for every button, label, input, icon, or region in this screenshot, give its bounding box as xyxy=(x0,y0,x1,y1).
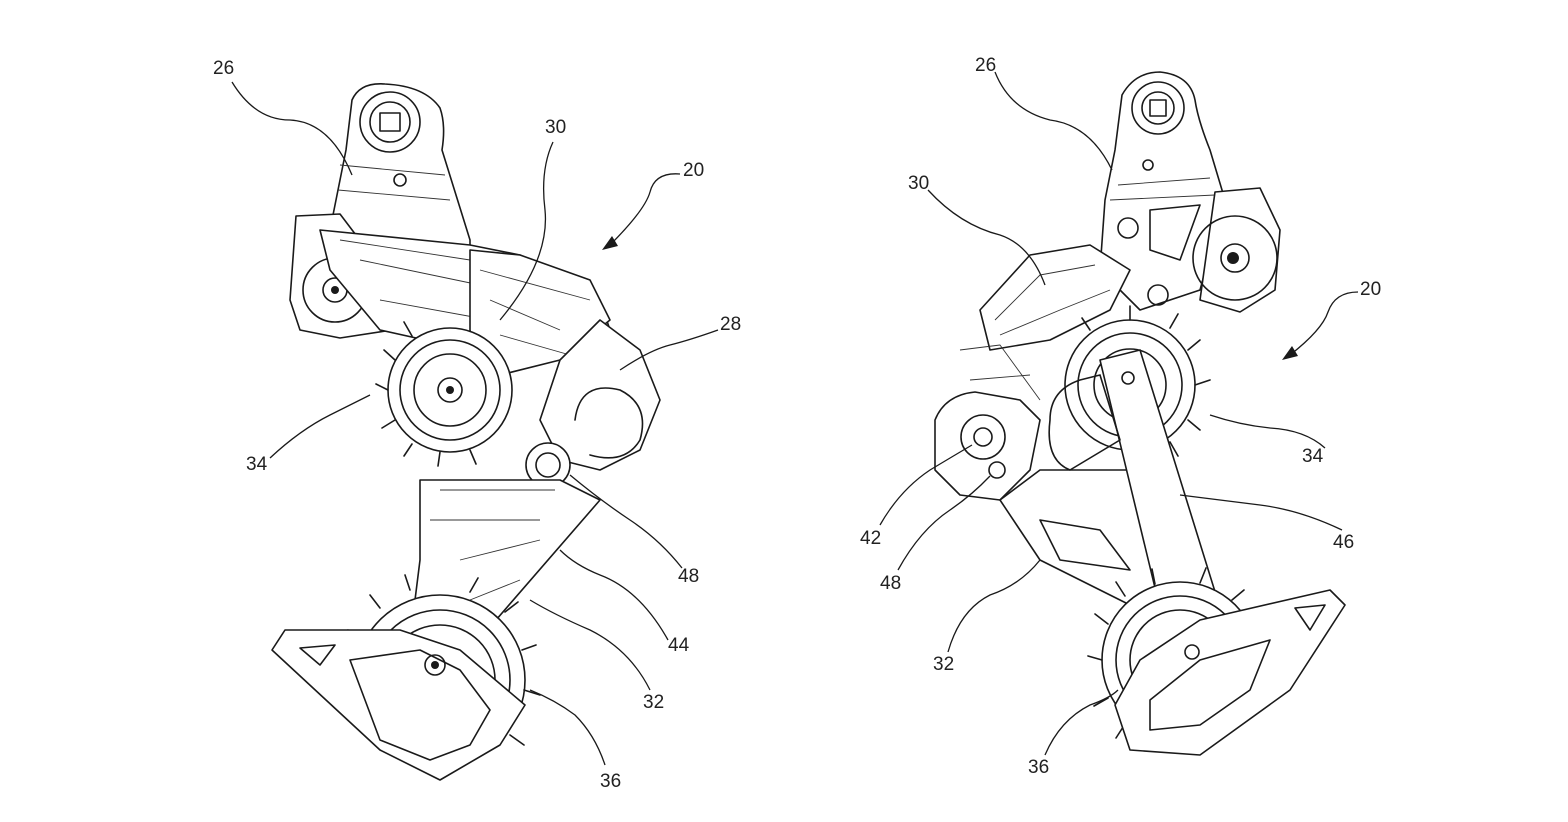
right-label-34: 34 xyxy=(1302,446,1324,467)
left-cage-arm-detail xyxy=(430,489,555,601)
right-derailleur xyxy=(934,71,1346,756)
right-mount-bolt-ring xyxy=(1141,91,1175,125)
right-mount-bolt-outer xyxy=(1131,81,1185,135)
right-label-26: 26 xyxy=(975,55,996,76)
right-leader-lines xyxy=(879,71,1359,756)
right-link-pin-top xyxy=(1121,371,1135,385)
left-label-26: 26 xyxy=(213,58,234,79)
leader-left-20 xyxy=(609,173,681,246)
right-cage-bolt xyxy=(1184,644,1200,660)
right-cage-plate xyxy=(1114,589,1346,756)
right-bracket-cutout xyxy=(1149,204,1201,261)
right-label-36: 36 xyxy=(1028,757,1049,778)
left-cage-bolt-center xyxy=(431,661,439,669)
right-bracket-detail xyxy=(1109,177,1216,201)
leader-left-28 xyxy=(619,329,719,371)
leader-left-32 xyxy=(529,599,651,691)
right-mount-pin xyxy=(1142,159,1154,171)
arrow-left-20 xyxy=(602,236,618,250)
leader-left-34 xyxy=(269,394,371,459)
left-label-20: 20 xyxy=(683,160,704,181)
left-label-36: 36 xyxy=(600,771,621,792)
right-actuator-housing xyxy=(979,244,1131,351)
right-side-wheel xyxy=(1192,215,1278,301)
right-pivot-bolt-inner xyxy=(973,427,993,447)
leader-right-32 xyxy=(947,559,1041,653)
left-label-34: 34 xyxy=(246,454,268,475)
left-label-48: 48 xyxy=(678,566,699,587)
left-mount-bracket xyxy=(329,83,471,271)
left-cage-plate-cutouts xyxy=(299,644,491,761)
right-label-46: 46 xyxy=(1333,532,1354,553)
right-side-wheel-bolt xyxy=(1227,252,1239,264)
right-pivot-detail xyxy=(959,344,1041,401)
left-label-32: 32 xyxy=(643,692,664,713)
leader-left-30 xyxy=(499,141,554,321)
left-label-30: 30 xyxy=(545,117,566,138)
left-actuator-detail xyxy=(479,269,591,356)
leader-right-34 xyxy=(1209,414,1326,449)
leader-right-30 xyxy=(927,189,1046,286)
left-derailleur xyxy=(271,83,661,781)
right-pivot-housing xyxy=(934,391,1041,501)
left-pivot-housing xyxy=(539,319,661,471)
left-label-28: 28 xyxy=(720,314,741,335)
right-label-30: 30 xyxy=(908,173,929,194)
right-labels: 26 30 20 34 46 42 48 32 36 xyxy=(860,55,1381,778)
leader-right-20 xyxy=(1289,291,1359,356)
right-pivot-bolt-outer xyxy=(960,414,1006,460)
right-label-32: 32 xyxy=(933,654,954,675)
right-label-42: 42 xyxy=(860,528,881,549)
left-mount-bolt-outer xyxy=(359,91,421,153)
leader-left-36 xyxy=(529,689,606,766)
leader-right-48 xyxy=(897,475,991,571)
left-mount-pin xyxy=(393,173,407,187)
left-cage-plate xyxy=(271,629,526,781)
left-cage-bolt xyxy=(424,654,446,676)
right-label-48: 48 xyxy=(880,573,901,594)
left-mount-bolt-hex xyxy=(379,112,401,132)
leader-left-48 xyxy=(569,474,683,569)
leader-right-36 xyxy=(1044,689,1119,756)
right-actuator-detail xyxy=(994,264,1111,336)
leader-right-46 xyxy=(1179,494,1343,531)
left-mount-bolt-ring xyxy=(369,101,411,143)
leader-right-42 xyxy=(879,444,973,526)
leader-left-44 xyxy=(559,549,669,641)
right-cage-arm-cutout xyxy=(1039,519,1131,571)
right-mount-bolt-hex xyxy=(1149,99,1167,117)
left-bracket-detail xyxy=(337,164,451,201)
left-labels: 26 30 20 28 34 48 44 32 36 xyxy=(213,58,741,792)
left-barrel-inner xyxy=(535,452,561,478)
leader-left-26 xyxy=(231,81,353,176)
right-adjuster-48 xyxy=(988,461,1006,479)
right-cage-plate-cutouts xyxy=(1149,604,1326,731)
left-label-44: 44 xyxy=(668,635,690,656)
leader-right-26 xyxy=(994,71,1113,171)
right-link-outline xyxy=(1048,374,1121,471)
left-leader-lines xyxy=(231,81,719,766)
right-side-wheel-hub xyxy=(1220,243,1250,273)
left-upper-pulley xyxy=(375,321,513,467)
left-pivot-recess xyxy=(574,387,644,459)
right-bracket-bolt-1 xyxy=(1117,217,1139,239)
right-label-20: 20 xyxy=(1360,279,1381,300)
right-bracket-bolt-2 xyxy=(1147,284,1169,306)
left-side-wheel-bolt xyxy=(331,286,339,294)
arrow-right-20 xyxy=(1282,346,1298,360)
